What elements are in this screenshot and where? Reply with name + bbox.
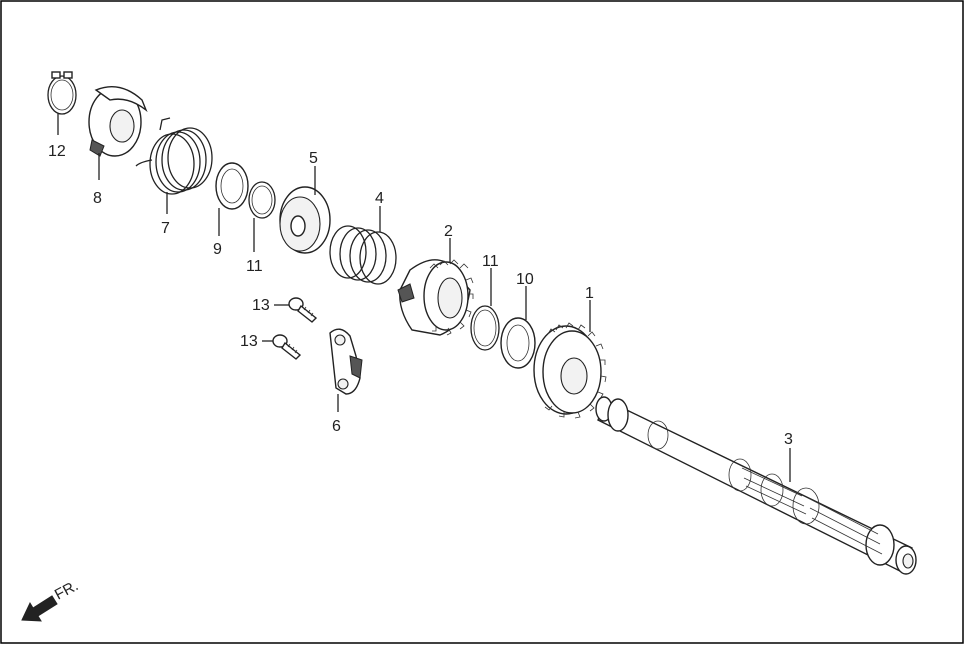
part-12-circlip [47, 71, 77, 135]
callout-13-upper: 13 [252, 297, 270, 314]
arrow-icon [21, 595, 58, 622]
callout-1: 1 [585, 285, 594, 302]
part-3-shaft [595, 396, 917, 575]
callout-10: 10 [516, 271, 534, 288]
part-4-spring [329, 206, 397, 285]
part-5-plate [279, 166, 331, 254]
callout-11-upper: 11 [246, 258, 263, 275]
part-11-circlip-upper [248, 181, 276, 252]
part-6-plate [329, 328, 363, 412]
part-8-ratchet [88, 86, 148, 180]
callout-11-lower: 11 [482, 253, 499, 270]
part-13-bolt-upper [274, 297, 318, 323]
callout-6: 6 [332, 418, 341, 435]
part-1-gear [533, 300, 607, 419]
callout-2: 2 [444, 223, 453, 240]
part-9-washer [215, 162, 249, 236]
part-7-spring [135, 117, 213, 214]
callout-4: 4 [375, 190, 384, 207]
callout-12: 12 [48, 143, 66, 160]
front-label: FR. [52, 577, 81, 603]
callout-5: 5 [309, 150, 318, 167]
front-direction-indicator: FR. [21, 577, 81, 622]
part-2-gear [397, 238, 474, 336]
part-10-washer [500, 286, 536, 369]
callout-13-lower: 13 [240, 333, 258, 350]
callout-9: 9 [213, 241, 222, 258]
callout-7: 7 [161, 220, 170, 237]
part-11-circlip-lower [470, 268, 500, 351]
part-13-bolt-lower [262, 334, 302, 360]
callout-3: 3 [784, 431, 793, 448]
callout-8: 8 [93, 190, 102, 207]
